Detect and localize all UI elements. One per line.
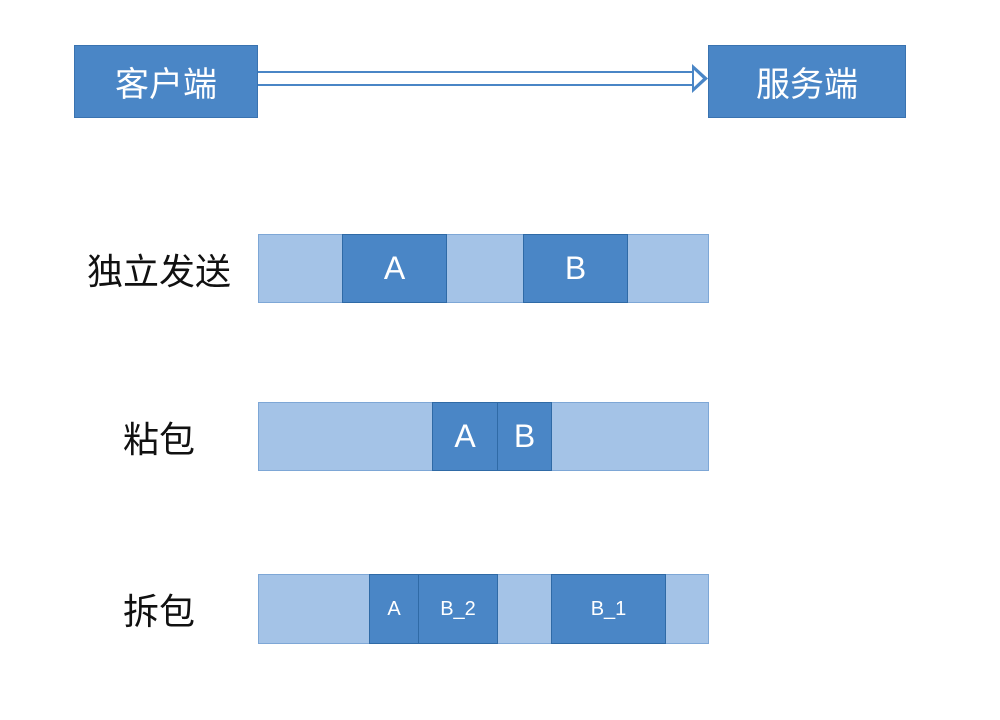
client-label: 客户端 xyxy=(115,65,217,105)
stream-bar-sticky: A B xyxy=(258,402,709,471)
packet-a: A xyxy=(342,234,447,303)
packet-b: B xyxy=(497,402,552,471)
server-node: 服务端 xyxy=(708,45,906,118)
packet-b: B xyxy=(523,234,628,303)
stream-bar-independent: A B xyxy=(258,234,709,303)
stream-bar-split: A B_2 B_1 xyxy=(258,574,709,644)
packet-a: A xyxy=(369,574,419,644)
row-label-sticky: 粘包 xyxy=(122,420,195,461)
client-node: 客户端 xyxy=(74,45,258,118)
packet-b-1: B_1 xyxy=(551,574,666,644)
packet-b-2: B_2 xyxy=(418,574,498,644)
server-label: 服务端 xyxy=(756,65,858,105)
packet-a: A xyxy=(432,402,498,471)
row-label-split: 拆包 xyxy=(122,592,195,633)
row-label-independent: 独立发送 xyxy=(86,252,231,293)
